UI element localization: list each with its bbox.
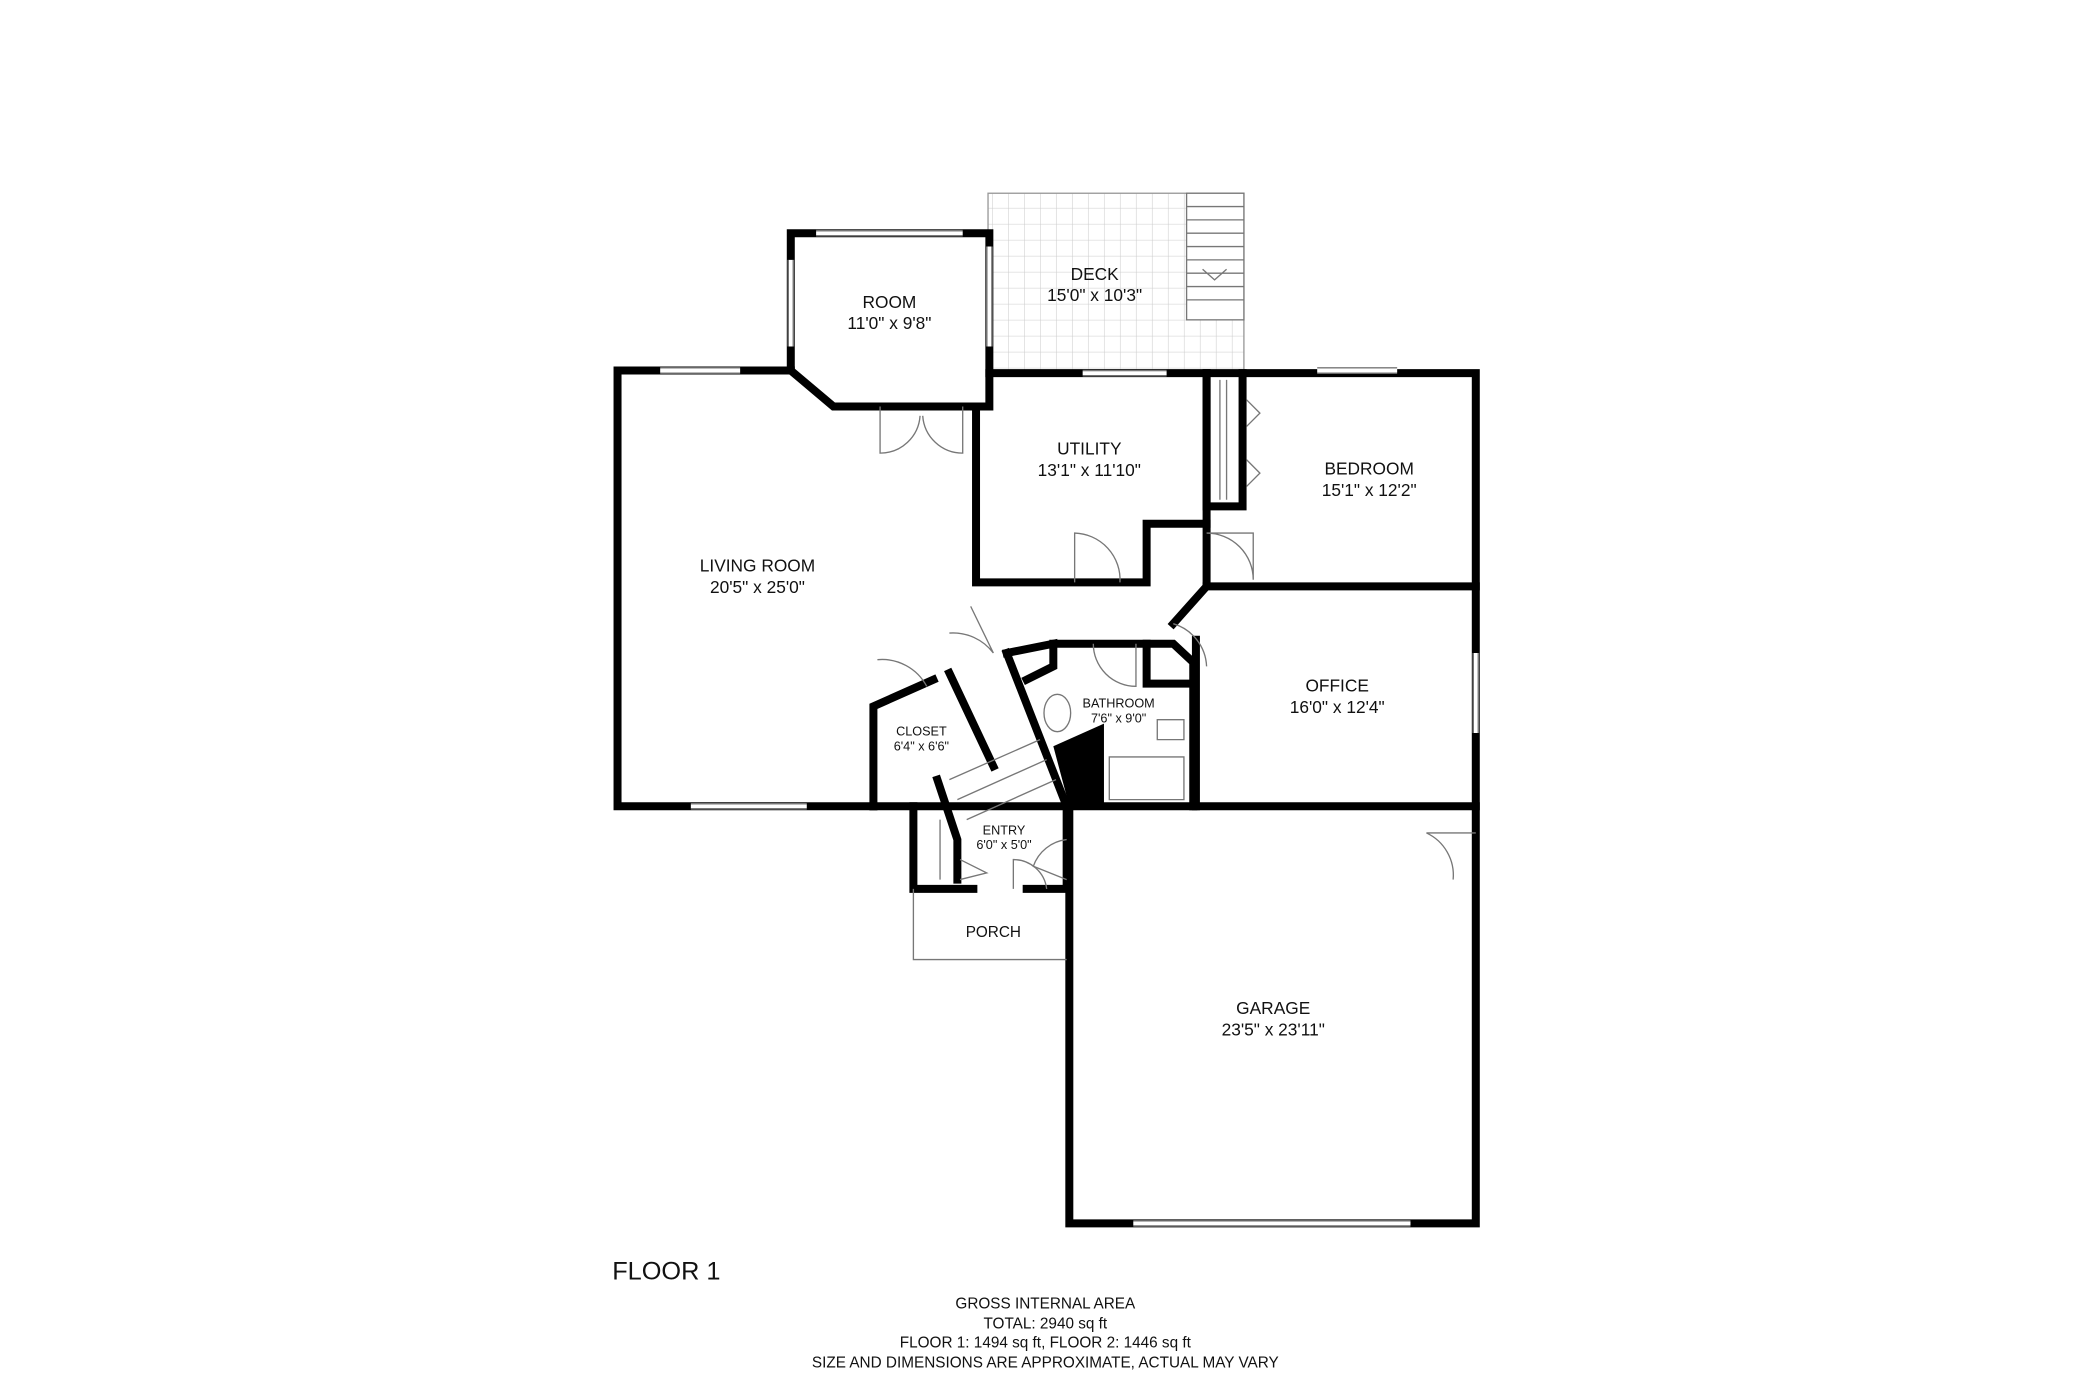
utility-label: UTILITY [1057, 438, 1122, 458]
bathroom-label: BATHROOM [1083, 697, 1155, 711]
garage-dims: 23'5" x 23'11" [1222, 1020, 1325, 1040]
footer-line-3: FLOOR 1: 1494 sq ft, FLOOR 2: 1446 sq ft [900, 1334, 1192, 1351]
closet-label: CLOSET [896, 725, 947, 739]
windows [660, 229, 1480, 1227]
entry-dims: 6'0" x 5'0" [976, 838, 1031, 852]
bathroom-dims: 7'6" x 9'0" [1091, 711, 1146, 725]
utility-dims: 13'1" x 11'10" [1038, 460, 1141, 480]
footer-line-4: SIZE AND DIMENSIONS ARE APPROXIMATE, ACT… [812, 1354, 1279, 1371]
chimney [1053, 723, 1104, 807]
bedroom-label: BEDROOM [1324, 458, 1413, 478]
living-room-dims: 20'5" x 25'0" [710, 577, 805, 597]
doors [877, 379, 1476, 961]
deck-dims: 15'0" x 10'3" [1047, 285, 1142, 305]
porch-label: PORCH [966, 924, 1021, 941]
floor-label: FLOOR 1 [612, 1257, 720, 1285]
deck-stairs [1185, 192, 1245, 321]
footer-line-2: TOTAL: 2940 sq ft [983, 1316, 1107, 1333]
deck [987, 192, 1245, 372]
room-dims: 11'0" x 9'8" [847, 313, 931, 333]
closet-dims: 6'4" x 6'6" [894, 739, 949, 753]
office-dims: 16'0" x 12'4" [1290, 697, 1385, 717]
bedroom-dims: 15'1" x 12'2" [1322, 480, 1417, 500]
garage-label: GARAGE [1236, 998, 1310, 1018]
deck-label: DECK [1071, 264, 1120, 284]
room-label: ROOM [862, 292, 916, 312]
office-label: OFFICE [1305, 676, 1368, 696]
entry-label: ENTRY [983, 823, 1026, 837]
footer-line-1: GROSS INTERNAL AREA [955, 1296, 1136, 1313]
walls [613, 229, 1480, 1228]
living-room-label: LIVING ROOM [700, 556, 815, 576]
